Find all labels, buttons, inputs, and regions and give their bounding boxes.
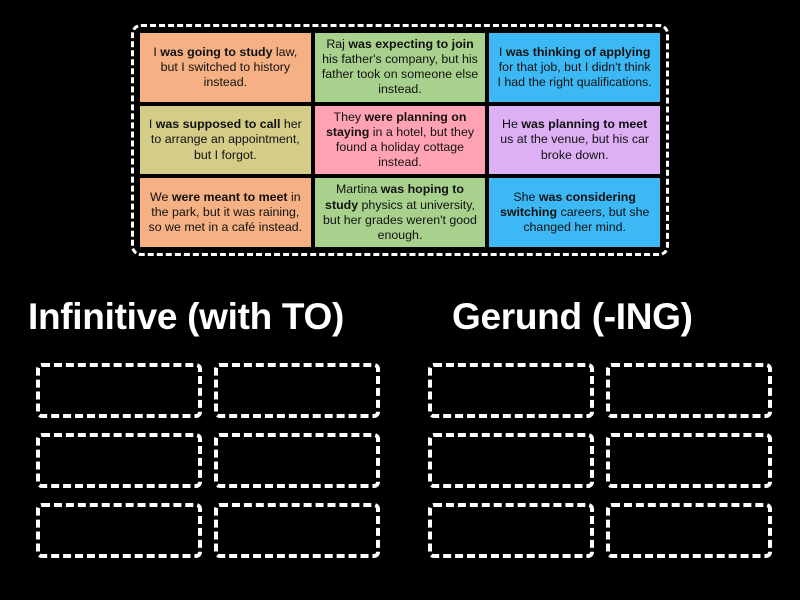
answer-tiles-grid: I was going to study law, but I switched… [140, 33, 660, 247]
answer-tile[interactable]: I was supposed to call her to arrange an… [140, 105, 311, 175]
answer-tile-text: Raj was expecting to join his father's c… [321, 37, 479, 97]
dropzone-infinitive-6[interactable] [214, 503, 380, 558]
dropzone-gerund-4[interactable] [606, 433, 772, 488]
dropzone-infinitive-1[interactable] [36, 363, 202, 418]
answer-tile-text: I was supposed to call her to arrange an… [148, 117, 302, 162]
answer-tile-text: He was planning to meet us at the venue,… [500, 117, 650, 162]
answer-tile[interactable]: Raj was expecting to join his father's c… [314, 33, 486, 102]
dropzone-infinitive-5[interactable] [36, 503, 202, 558]
dropzone-gerund-6[interactable] [606, 503, 772, 558]
answer-tile[interactable]: We were meant to meet in the park, but i… [140, 178, 311, 247]
answer-tile[interactable]: She was considering switching careers, b… [489, 178, 660, 247]
dropzone-gerund-2[interactable] [606, 363, 772, 418]
answer-tile-text: They were planning on staying in a hotel… [325, 109, 475, 170]
answer-tile[interactable]: Martina was hoping to study physics at u… [314, 178, 486, 247]
answer-tiles-tray: I was going to study law, but I switched… [131, 24, 669, 256]
answer-tile-text: Martina was hoping to study physics at u… [323, 182, 477, 242]
answer-tile[interactable]: They were planning on staying in a hotel… [314, 105, 486, 175]
category-heading-infinitive: Infinitive (with TO) [28, 296, 345, 337]
dropzone-infinitive-4[interactable] [214, 433, 380, 488]
answer-tile-text: I was thinking of applying for that job,… [497, 44, 652, 89]
answer-tile[interactable]: I was thinking of applying for that job,… [489, 33, 660, 102]
dropzone-group-infinitive [36, 363, 380, 558]
category-heading-gerund: Gerund (-ING) [452, 296, 693, 337]
dropzone-infinitive-2[interactable] [214, 363, 380, 418]
dropzone-gerund-1[interactable] [428, 363, 594, 418]
dropzone-gerund-3[interactable] [428, 433, 594, 488]
answer-tile-text: We were meant to meet in the park, but i… [148, 189, 303, 235]
dropzone-gerund-5[interactable] [428, 503, 594, 558]
dropzone-infinitive-3[interactable] [36, 433, 202, 488]
dropzone-group-gerund [428, 363, 772, 558]
answer-tile-text: I was going to study law, but I switched… [153, 44, 298, 89]
answer-tile[interactable]: He was planning to meet us at the venue,… [489, 105, 660, 175]
answer-tile[interactable]: I was going to study law, but I switched… [140, 33, 311, 102]
answer-tile-text: She was considering switching careers, b… [499, 189, 650, 235]
